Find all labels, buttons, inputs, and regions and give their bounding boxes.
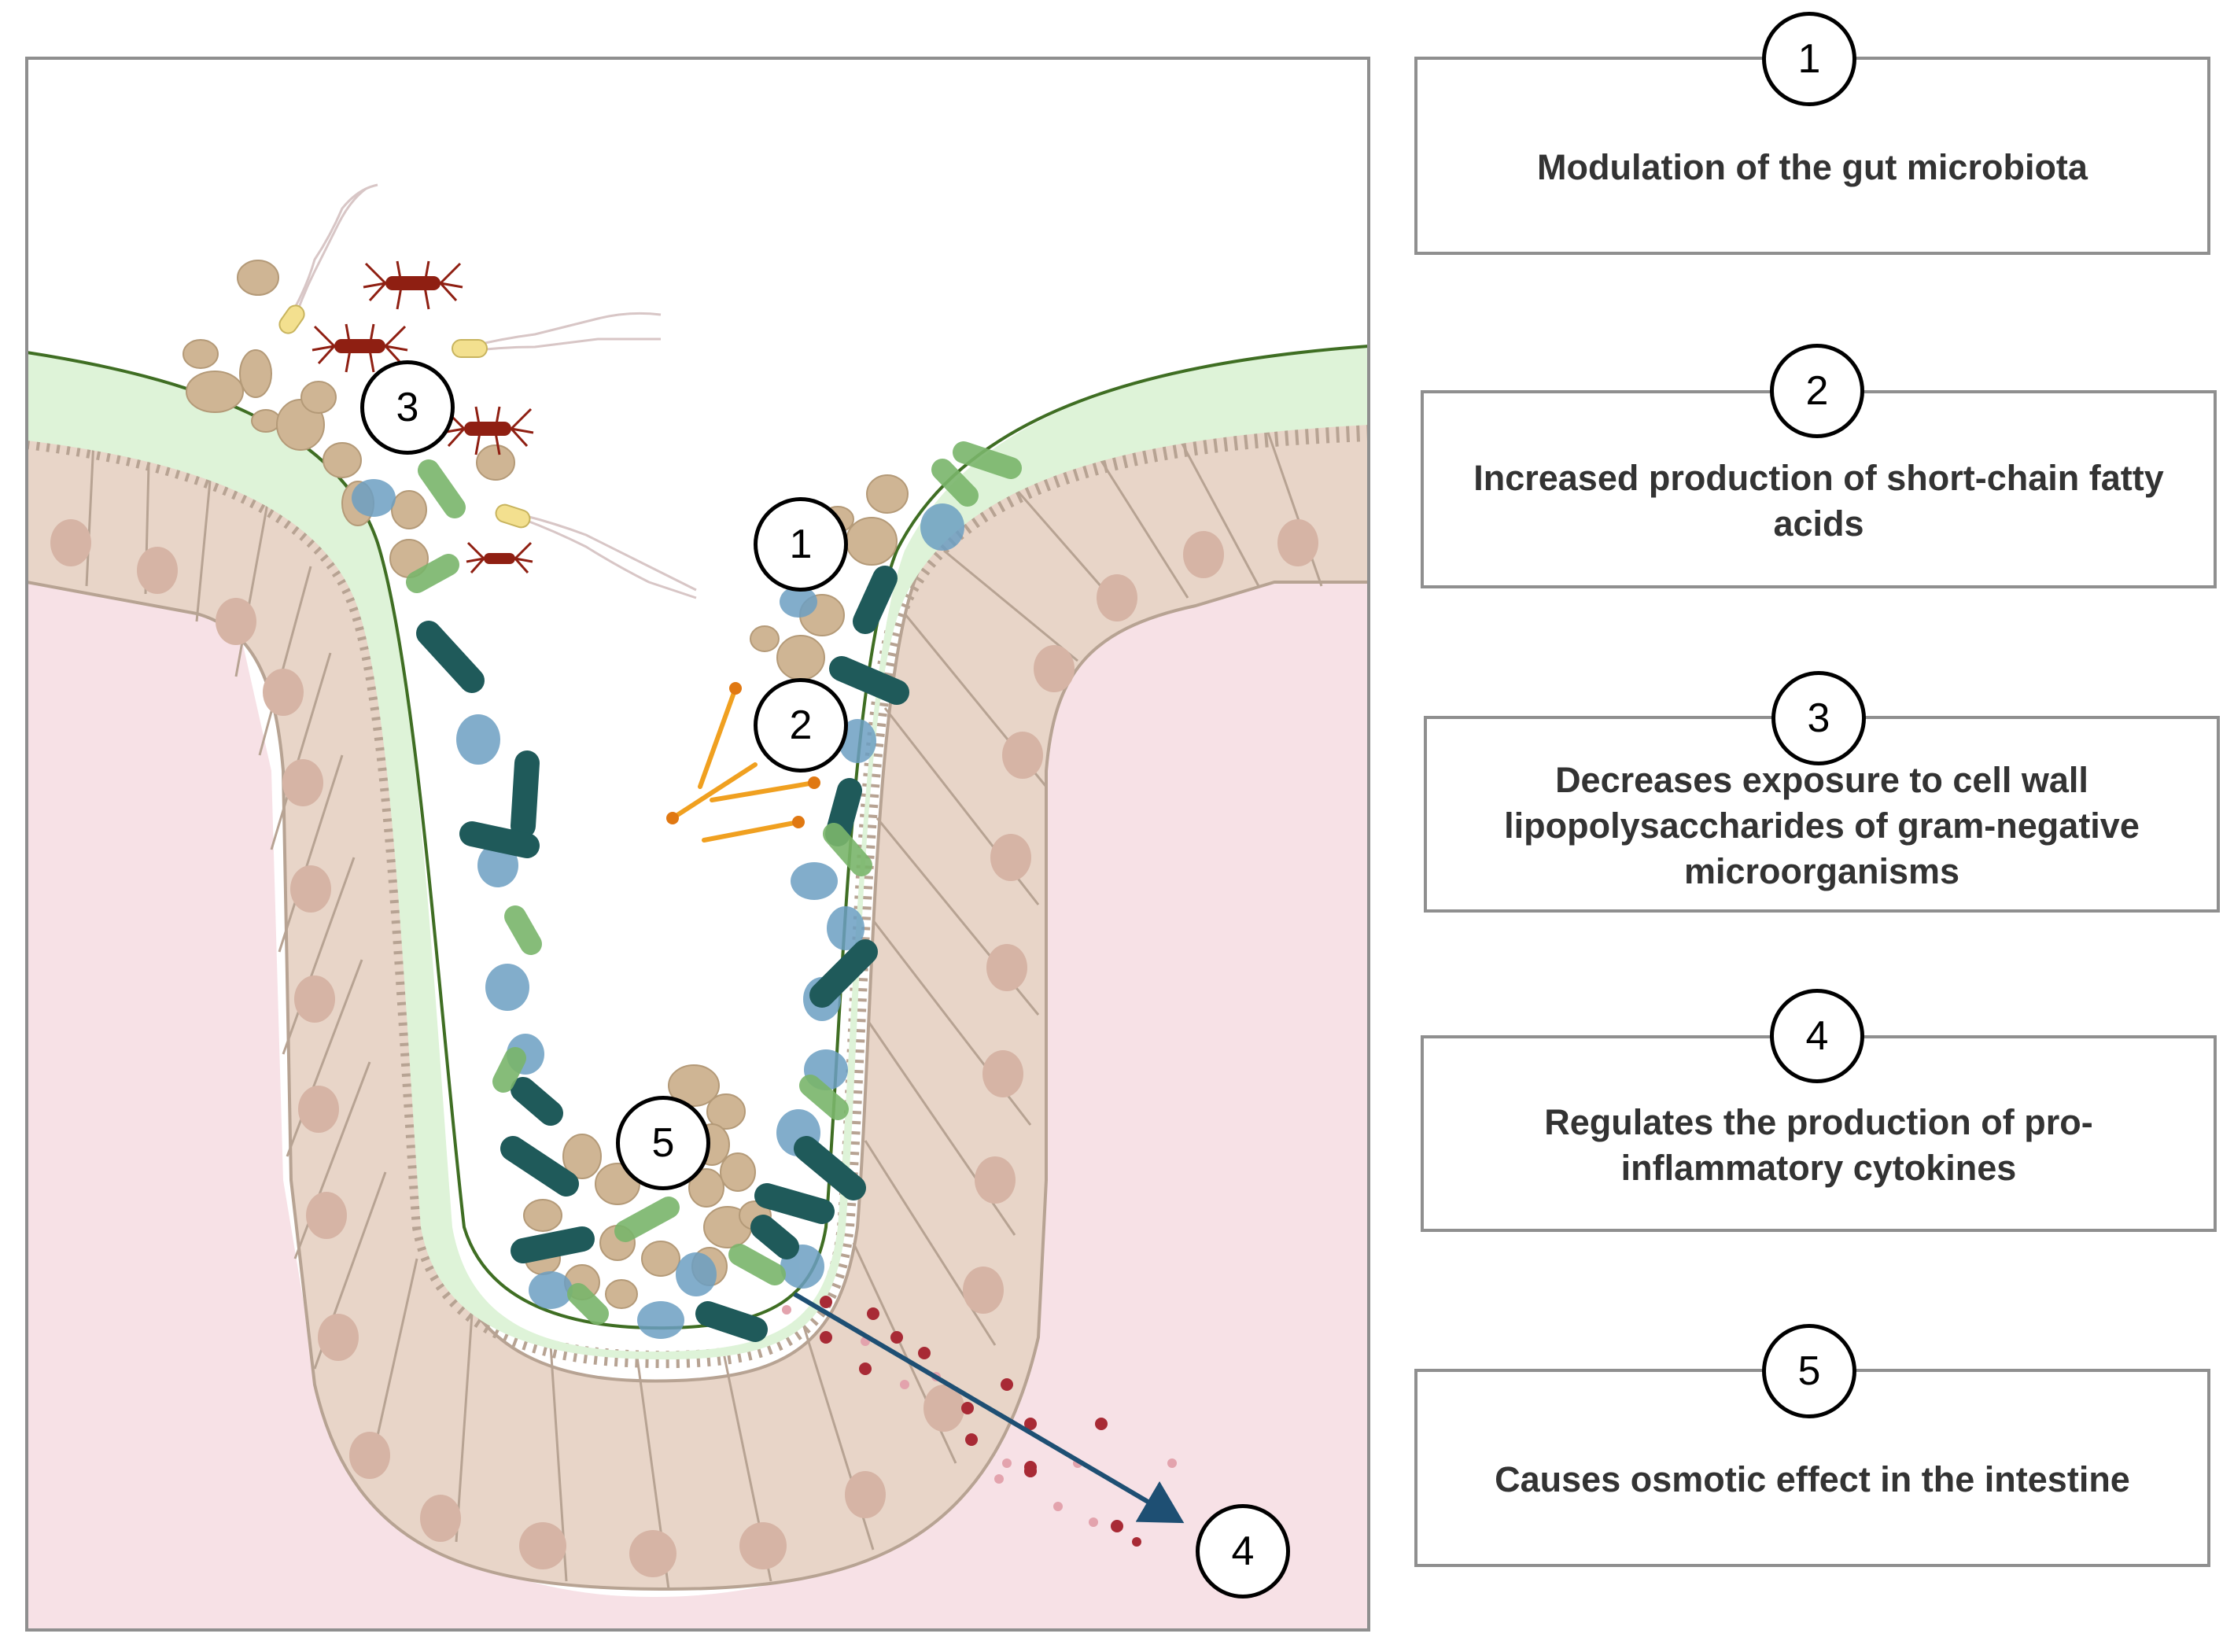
legend-item-4: Regulates the production of pro-inflamma… (1421, 1035, 2217, 1232)
cell-nuclei (50, 519, 1318, 1577)
legend-text-5: Causes osmotic effect in the intestine (1495, 1459, 2130, 1499)
intestinal-crypt-illustration (27, 58, 1369, 1630)
legend-number-1: 1 (1762, 12, 1856, 106)
legend-text-3: Decreases exposure to cell wall lipopoly… (1504, 760, 2140, 891)
legend-text-4: Regulates the production of pro-inflamma… (1544, 1102, 2093, 1188)
gram-negative-bacteria (312, 260, 534, 573)
legend-number-3: 3 (1771, 671, 1866, 765)
legend-number-5: 5 (1762, 1324, 1856, 1418)
cytokine-arrow (793, 1292, 1185, 1524)
diagram-marker-2: 2 (754, 678, 848, 773)
legend-text-2: Increased production of short-chain fatt… (1473, 458, 2164, 544)
diagram-marker-1: 1 (754, 497, 848, 592)
illustration-frame (25, 57, 1370, 1632)
light-rod-bacteria (406, 441, 1022, 1325)
diagram-marker-5: 5 (616, 1096, 710, 1190)
yellow-flagellated-bacteria (278, 183, 697, 599)
microvilli-brush-border (27, 424, 1369, 1369)
legend-number-4: 4 (1770, 989, 1864, 1083)
mucus-layer (27, 346, 1369, 1360)
short-chain-fatty-acids (666, 682, 820, 843)
epithelial-cells (85, 404, 1323, 1590)
legend-text-1: Modulation of the gut microbiota (1537, 147, 2088, 187)
diagram-marker-4: 4 (1196, 1504, 1290, 1599)
legend-item-3: Decreases exposure to cell wall lipopoly… (1424, 716, 2220, 913)
diagram-marker-3: 3 (360, 360, 455, 455)
legend-number-2: 2 (1770, 344, 1864, 438)
